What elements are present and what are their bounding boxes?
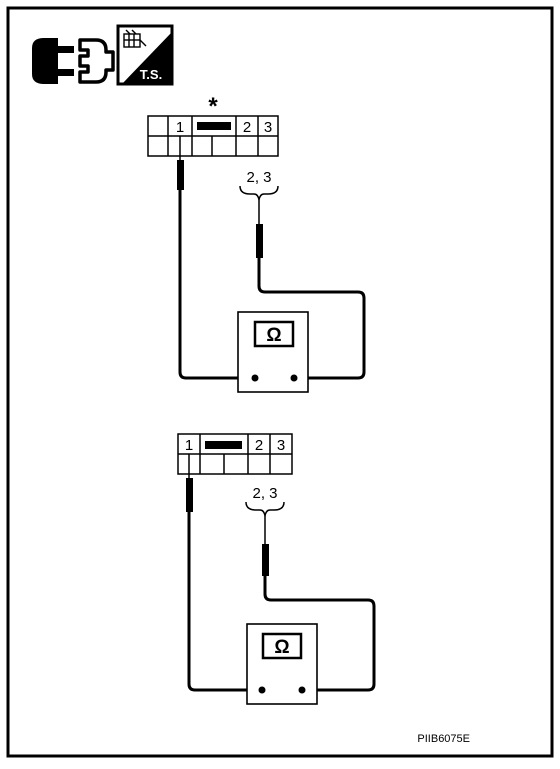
upper-probe-left [177,136,184,190]
lower-connector [177,433,293,475]
lower-brace [245,501,285,517]
lower-pin-3: 3 [277,437,285,454]
disconnect-connector-icon [32,38,115,84]
lower-pin-2: 2 [255,437,263,454]
lower-connector-latch [205,441,242,449]
lower-probe-right [262,516,269,576]
upper-ohmmeter [237,311,309,393]
upper-probe-label: 2, 3 [246,169,271,186]
lower-probe-left [186,454,193,512]
figure-frame [6,6,554,758]
upper-pin-3: 3 [264,119,272,136]
upper-asterisk: * [208,93,218,120]
upper-pin-1: 1 [176,119,184,136]
upper-connector-latch [197,122,231,130]
lower-probe-label: 2, 3 [252,485,277,502]
upper-lead-left [178,190,254,380]
lower-pin-1: 1 [185,437,193,454]
lower-lead-left [187,512,261,692]
upper-connector [147,115,279,157]
upper-brace [239,185,279,201]
lower-ohm-symbol: Ω [274,637,289,658]
ts-label: T.S. [140,67,162,82]
lower-lead-right [263,576,376,692]
upper-lead-right [257,258,366,380]
figure-code: PIIB6075E [417,733,470,745]
upper-probe-right [256,200,263,258]
lower-ohmmeter [246,623,318,705]
upper-ohm-symbol: Ω [266,325,281,346]
ts-tester-badge-icon: T.S. [116,24,174,86]
upper-pin-2: 2 [243,119,251,136]
